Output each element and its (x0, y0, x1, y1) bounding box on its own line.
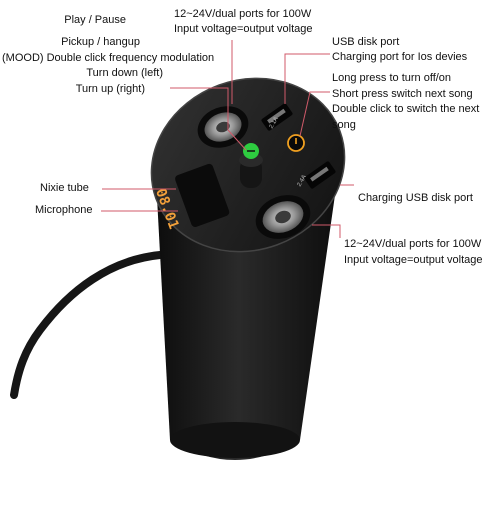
leader-q-button (299, 91, 330, 137)
top-socket (197, 106, 249, 148)
label-double-click-2: song (332, 119, 356, 131)
label-mood: (MOOD) Double click frequency modulation (2, 52, 215, 64)
label-bottom-ports-1: 12~24V/dual ports for 100W (344, 238, 482, 250)
label-charging-usb-disk-port: Charging USB disk port (358, 192, 473, 204)
leader-bottom-ports (312, 224, 341, 238)
label-turn-down: Turn down (left) (86, 67, 163, 79)
leader-knob (170, 87, 247, 151)
label-usb-disk-port: USB disk port (332, 36, 400, 48)
power-cable (10, 251, 164, 399)
lcd-panel (175, 163, 230, 228)
label-turn-up: Turn up (right) (75, 83, 145, 95)
label-double-click-1: Double click to switch the next (332, 103, 480, 115)
label-microphone: Microphone (35, 204, 93, 216)
cup-top-rim (150, 77, 346, 253)
label-bottom-ports-2: Input voltage=output voltage (344, 254, 483, 266)
usb-port-top (261, 103, 293, 131)
label-charging-port-ios: Charging port for Ios devies (332, 51, 468, 63)
label-pickup-hangup: Pickup / hangup (61, 36, 140, 48)
label-nixie-tube: Nixie tube (40, 182, 89, 194)
label-short-press: Short press switch next song (332, 88, 473, 100)
leader-usb-disk (284, 53, 330, 104)
cup-bottom (170, 422, 300, 458)
label-top-ports-2: Input voltage=output voltage (174, 23, 313, 35)
label-play-pause: Play / Pause (64, 14, 126, 26)
control-knob (239, 143, 263, 188)
usb-port-bottom (304, 161, 336, 189)
q-button (287, 134, 305, 152)
label-long-press: Long press to turn off/on (332, 72, 452, 84)
bottom-socket (255, 195, 311, 239)
label-top-ports-1: 12~24V/dual ports for 100W (174, 8, 312, 20)
